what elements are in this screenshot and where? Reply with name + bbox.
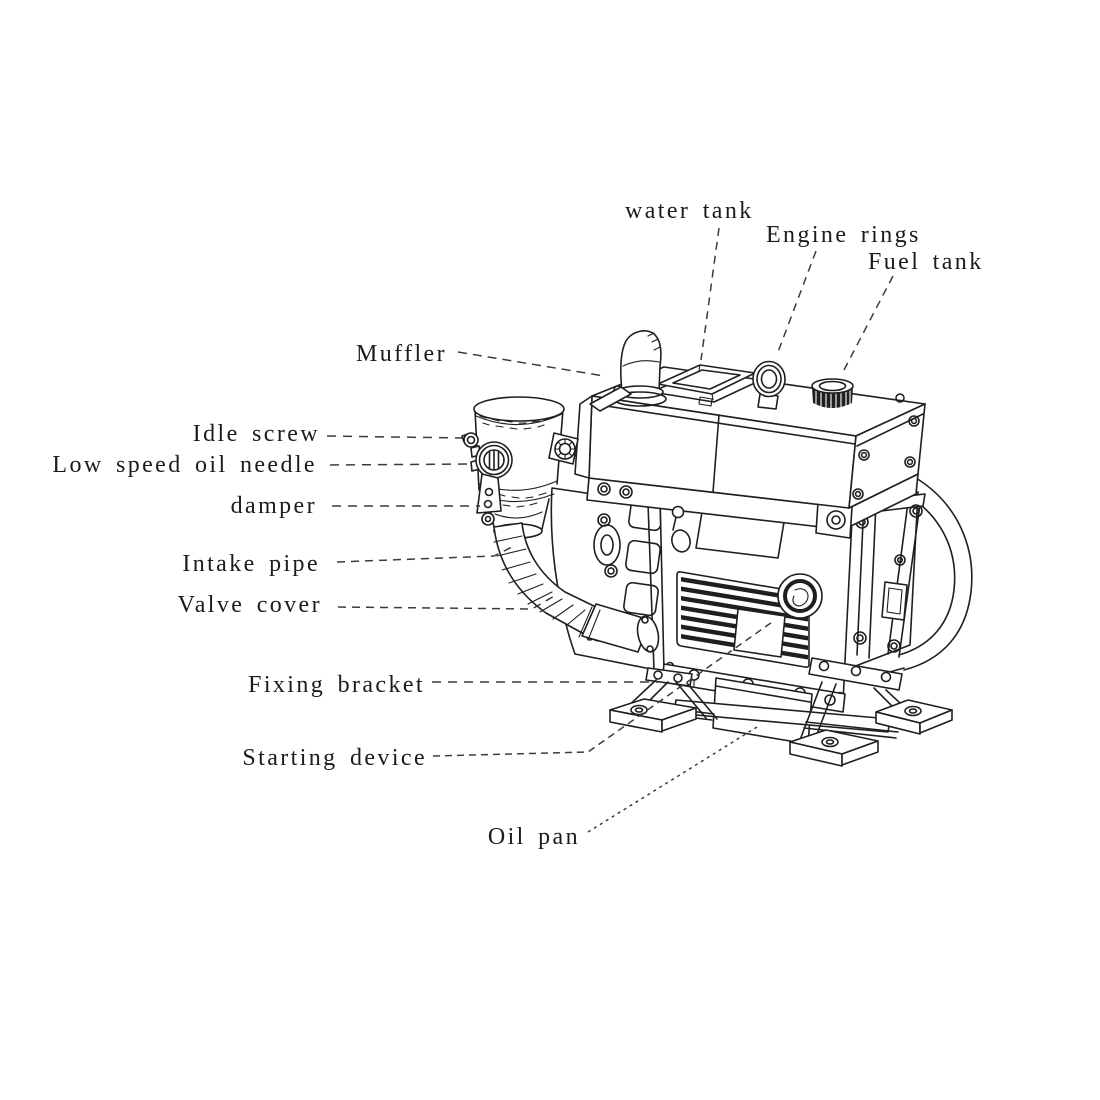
label-low-speed-oil-needle: Low speed oil needle <box>52 452 317 478</box>
leader-muffler <box>457 351 605 377</box>
label-intake-pipe: Intake pipe <box>182 551 320 577</box>
label-water-tank: water tank <box>625 198 754 224</box>
fixing-bracket-left <box>609 667 718 733</box>
engine-ring <box>752 360 786 410</box>
leader-intake-pipe <box>336 544 517 563</box>
leader-oil-pan <box>587 726 758 833</box>
decompression-lever <box>671 505 691 553</box>
label-starting-device: Starting device <box>242 745 427 771</box>
label-muffler: Muffler <box>355 341 447 367</box>
label-oil-pan: Oil pan <box>487 824 580 850</box>
leader-starting-device <box>432 619 776 757</box>
idle-screw <box>461 432 479 448</box>
leader-lines <box>326 227 894 833</box>
label-engine-rings: Engine rings <box>766 222 921 248</box>
label-fixing-bracket: Fixing bracket <box>248 672 425 698</box>
label-fuel-tank: Fuel tank <box>868 249 984 275</box>
engine-drawing <box>461 330 973 767</box>
muffler-bracket <box>589 386 632 412</box>
label-idle-screw: Idle screw <box>192 421 320 447</box>
foot-left <box>609 698 697 733</box>
air-cleaner <box>461 396 579 539</box>
leader-fuel-tank <box>843 275 894 371</box>
emblem <box>777 573 823 619</box>
leader-low-speed-oil-needle <box>329 463 474 466</box>
muffler <box>589 330 667 412</box>
leader-valve-cover <box>337 594 557 610</box>
label-damper: damper <box>230 493 317 519</box>
damper-lever <box>476 473 502 526</box>
inspection-cover <box>733 608 786 658</box>
label-valve-cover: Valve cover <box>177 592 322 618</box>
fuel-tank-cap <box>811 378 854 411</box>
foot-right-rear <box>875 699 953 735</box>
leader-engine-rings <box>777 250 817 353</box>
fixing-bracket-right <box>789 657 953 767</box>
foot-right-front <box>789 729 879 767</box>
leader-water-tank <box>700 227 720 361</box>
intake-pipe <box>493 522 660 653</box>
leader-idle-screw <box>326 435 463 439</box>
low-speed-oil-needle <box>470 441 513 479</box>
engine-block-front <box>659 493 853 703</box>
cylinder-head-band <box>586 473 919 539</box>
clamp-knob <box>548 432 579 465</box>
